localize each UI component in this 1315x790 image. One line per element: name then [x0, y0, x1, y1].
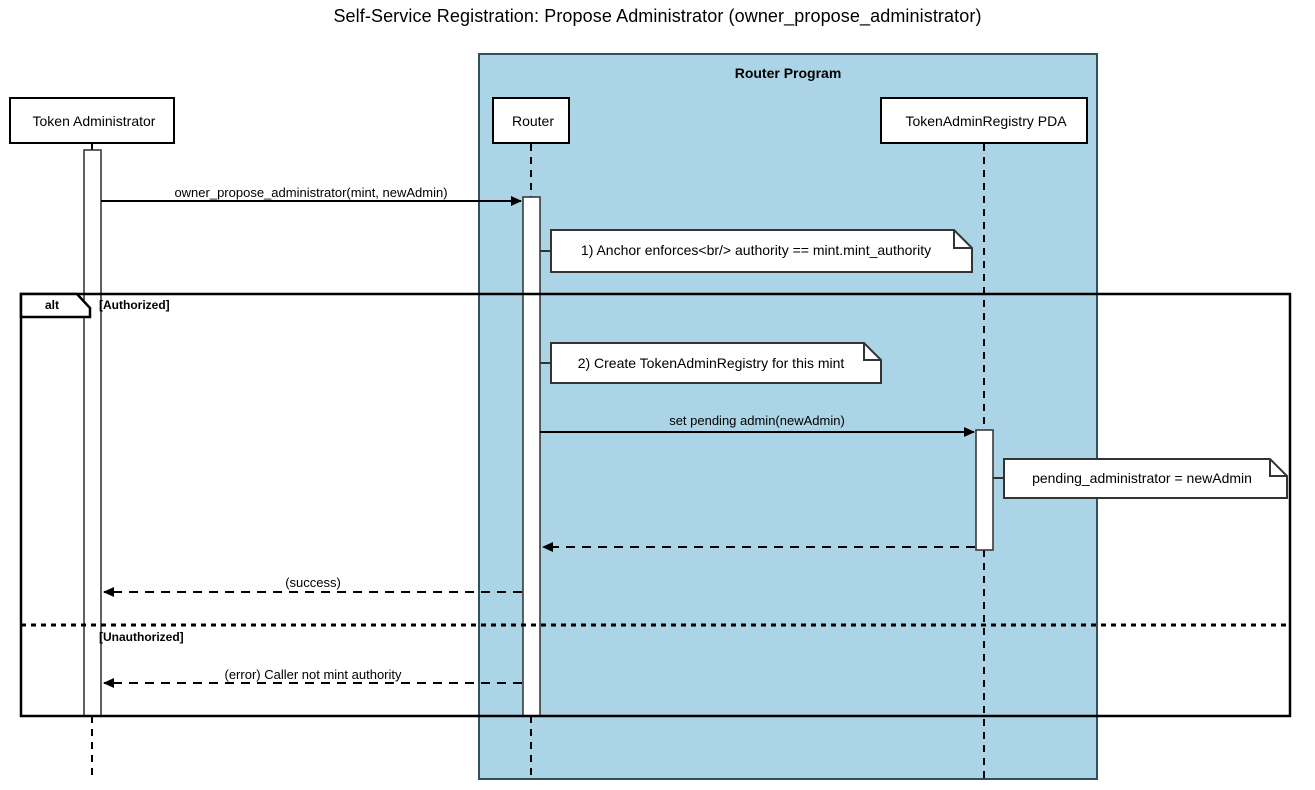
note-note-create-registry: [540, 342, 882, 384]
message-label-msg-error: (error) Caller not mint authority: [224, 667, 402, 682]
participant-label-token-administrator: Token Administrator: [32, 113, 156, 129]
note-text-note-anchor-enforces: 1) Anchor enforces<br/> authority == min…: [580, 242, 932, 258]
note-text-note-create-registry: 2) Create TokenAdminRegistry for this mi…: [577, 355, 845, 371]
page-title: Self-Service Registration: Propose Admin…: [333, 6, 982, 26]
group-router-program: [478, 53, 1098, 780]
message-label-msg-propose: owner_propose_administrator(mint, newAdm…: [174, 185, 448, 200]
note-note-anchor-enforces: [540, 229, 973, 273]
participant-box-token-admin-registry-pda[interactable]: TokenAdminRegistry PDA: [880, 97, 1088, 144]
fragment-alt-guard-authorized: [Authorized]: [99, 298, 170, 312]
fragment-alt-operator-label: alt: [44, 298, 59, 312]
participant-label-token-admin-registry-pda: TokenAdminRegistry PDA: [905, 113, 1067, 129]
fragment-alt-operator-tab: [19, 292, 92, 319]
activation-token-admin-registry-pda: [975, 429, 994, 551]
message-label-msg-success: (success): [285, 575, 341, 590]
group-router-program-label: Router Program: [734, 65, 842, 81]
fragment-alt: [19, 292, 1292, 718]
message-label-msg-set-pending-admin: set pending admin(newAdmin): [669, 413, 845, 428]
activation-router: [522, 196, 541, 717]
fragment-alt-guard-unauthorized: [Unauthorized]: [99, 630, 184, 644]
note-text-note-pending-administrator: pending_administrator = newAdmin: [1032, 470, 1252, 486]
note-note-pending-administrator: [993, 458, 1288, 499]
participant-box-token-administrator[interactable]: Token Administrator: [9, 97, 175, 144]
participant-box-router[interactable]: Router: [492, 97, 570, 144]
participant-label-router: Router: [511, 113, 555, 129]
